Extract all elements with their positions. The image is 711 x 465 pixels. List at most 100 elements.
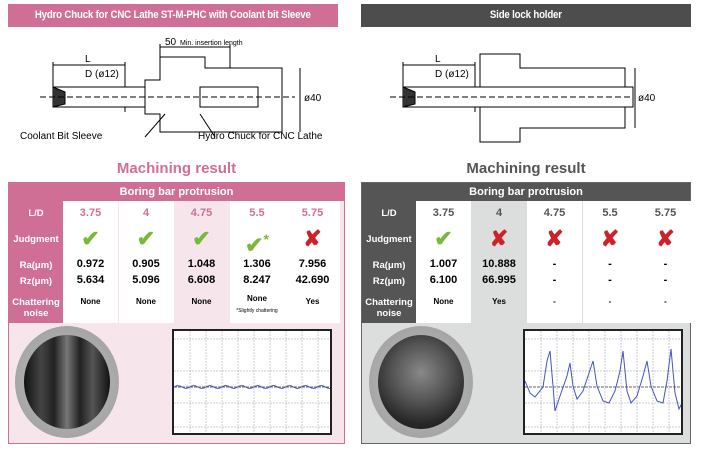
result-column: 3.75 ✔ 1.007 6.100 None xyxy=(416,201,471,323)
ld-value: 4.75 xyxy=(190,207,213,219)
label-noise: noise xyxy=(23,308,49,319)
rz-value: 66.995 xyxy=(482,274,516,286)
left-title-bar: Hydro Chuck for CNC Lathe ST-M-PHC with … xyxy=(8,4,338,27)
check-icon: ✔ xyxy=(136,226,156,251)
ld-value: 5.5 xyxy=(602,207,618,219)
left-title: Hydro Chuck for CNC Lathe ST-M-PHC with … xyxy=(35,9,311,21)
result-column: 4.75 ✔ 1.048 6.608 None xyxy=(174,201,229,323)
chatter-value: - xyxy=(553,297,556,306)
insertion-label: Min. insertion length xyxy=(180,40,243,47)
band-label: Boring bar protrusion xyxy=(362,183,690,201)
sleeve-label: Coolant Bit Sleeve xyxy=(20,131,103,142)
chatter-value: - xyxy=(664,297,667,306)
ra-value: - xyxy=(663,258,668,270)
chatter-value: Yes xyxy=(492,297,506,306)
rz-value: 5.634 xyxy=(76,274,105,286)
bore-photo xyxy=(15,326,119,438)
label-rz: Rz(μm) xyxy=(372,276,406,287)
vibration-trace xyxy=(174,384,330,390)
cross-icon: ✘ xyxy=(303,226,322,251)
left-result-table: Boring bar protrusion L/D Judgment Ra(μm… xyxy=(8,182,345,444)
label-noise: noise xyxy=(376,308,402,319)
ra-value: 1.306 xyxy=(243,258,271,270)
left-result-title: Machining result xyxy=(116,160,237,177)
result-column: 4 ✔ 0.905 5.096 None xyxy=(118,201,174,323)
ld-value: 5.75 xyxy=(301,207,324,219)
check-icon: ✔ xyxy=(434,226,453,251)
label-rz: Rz(μm) xyxy=(19,276,53,287)
ra-value: 0.905 xyxy=(132,258,160,270)
chatter-value: Yes xyxy=(305,297,320,306)
check-icon: ✔* xyxy=(245,231,269,258)
chatter-value: None xyxy=(136,297,156,306)
dim-dia: ø40 xyxy=(638,93,656,104)
ra-value: 1.007 xyxy=(429,258,458,270)
ra-value: 7.956 xyxy=(298,258,327,270)
band-label: Boring bar protrusion xyxy=(9,183,344,201)
chatter-value: None xyxy=(191,297,212,306)
label-judgment: Judgment xyxy=(13,234,59,245)
ld-value: 4 xyxy=(495,207,503,219)
ld-value: 3.75 xyxy=(432,207,455,219)
label-ld: L/D xyxy=(381,208,397,219)
result-column: 3.75 ✔ 0.972 5.634 None xyxy=(63,201,118,323)
chatter-value: - xyxy=(608,297,612,306)
label-chatter: Chattering xyxy=(12,297,60,308)
ra-value: - xyxy=(608,258,612,270)
row-labels: L/D Judgment Ra(μm) Rz(μm) Chattering no… xyxy=(9,201,63,323)
ra-value: 10.888 xyxy=(482,258,516,270)
bore-photo xyxy=(369,326,473,438)
ra-value: - xyxy=(552,258,557,270)
right-result-table: Boring bar protrusion L/D Judgment Ra(μm… xyxy=(361,182,693,444)
row-labels: L/D Judgment Ra(μm) Rz(μm) Chattering no… xyxy=(362,201,416,323)
result-column: 4.75 ✘ - - - xyxy=(527,201,582,323)
result-column: 5.5 ✔* 1.306 8.247 None *Slightly chatte… xyxy=(229,201,285,323)
rz-value: 8.247 xyxy=(243,274,271,286)
ra-value: 0.972 xyxy=(76,258,105,270)
side-lock-diagram: L D (ø12) ø40 xyxy=(390,53,656,143)
check-icon: ✔ xyxy=(81,226,100,251)
right-title-bar: Side lock holder xyxy=(361,4,691,27)
chatter-value: None xyxy=(80,297,101,306)
dim-dia: ø40 xyxy=(304,93,322,104)
chatter-value: None xyxy=(247,294,267,303)
dim-l: L xyxy=(435,54,441,65)
asterisk-mark: * xyxy=(263,231,269,247)
result-column: 5.75 ✘ 7.956 42.690 Yes xyxy=(285,201,340,323)
dim-l: L xyxy=(85,54,91,65)
cross-icon: ✘ xyxy=(545,226,564,251)
dim-d: D (ø12) xyxy=(85,69,119,80)
result-column: 5.75 ✘ - - - xyxy=(638,201,693,323)
rz-value: - xyxy=(608,274,612,286)
chuck-label: Hydro Chuck for CNC Lathe xyxy=(198,131,323,142)
ld-value: 4.75 xyxy=(543,207,566,219)
ld-value: 5.75 xyxy=(654,207,677,219)
rz-value: 6.608 xyxy=(187,274,216,286)
check-icon: ✔ xyxy=(192,226,211,251)
cross-icon: ✘ xyxy=(600,226,620,251)
label-ra: Ra(μm) xyxy=(372,260,406,271)
chatter-value: None xyxy=(433,297,454,306)
dim-d: D (ø12) xyxy=(435,69,469,80)
label-chatter: Chattering xyxy=(365,297,413,308)
cross-icon: ✘ xyxy=(656,226,675,251)
rz-value: 6.100 xyxy=(429,274,458,286)
rz-value: - xyxy=(663,274,668,286)
right-title: Side lock holder xyxy=(490,9,562,21)
label-ld: L/D xyxy=(28,208,44,219)
right-result-title: Machining result xyxy=(466,160,586,177)
hydro-chuck-diagram: L D (ø12) 50 Min. insertion length ø40 C… xyxy=(20,37,323,142)
rz-value: - xyxy=(552,274,557,286)
vibration-trace xyxy=(525,348,681,412)
chatter-note: *Slightly chattering xyxy=(236,308,278,314)
label-judgment: Judgment xyxy=(366,234,412,245)
result-column: 4 ✘ 10.888 66.995 Yes xyxy=(471,201,527,323)
vibration-graph xyxy=(523,329,683,435)
result-column: 5.5 ✘ - - - xyxy=(582,201,638,323)
ld-value: 5.5 xyxy=(249,207,265,219)
rz-value: 42.690 xyxy=(295,274,330,286)
dim-50: 50 xyxy=(165,37,177,48)
vibration-graph xyxy=(172,329,332,435)
label-ra: Ra(μm) xyxy=(19,260,53,271)
ra-value: 1.048 xyxy=(187,258,216,270)
